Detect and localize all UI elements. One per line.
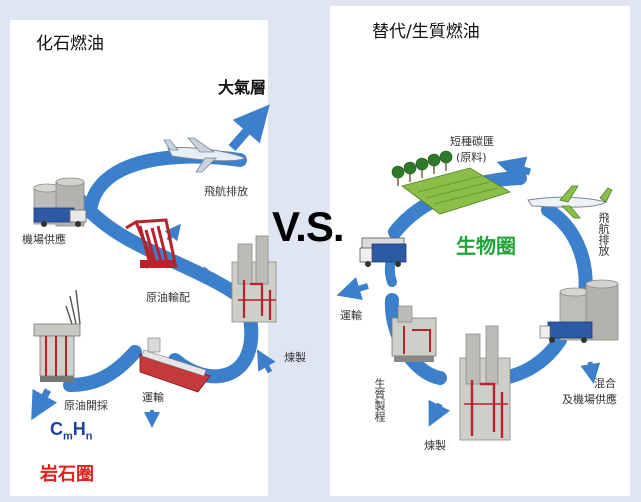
label-oil-transport: 原油輸配 <box>146 291 190 304</box>
label-alt-airport-supply: 及機場供應 <box>562 393 617 406</box>
label-alt-flight-emission: 飛航排放 <box>597 212 610 256</box>
label-biosphere: 生物圈 <box>456 234 516 258</box>
label-alt-refining: 煉製 <box>424 439 446 452</box>
alt-bio-process-plant <box>391 305 437 362</box>
label-bio-process: 生質製程 <box>373 378 386 422</box>
alt-arrow-transport-out <box>336 277 369 301</box>
label-fossil-refining: 煉製 <box>284 351 306 364</box>
fossil-airplane <box>163 137 247 173</box>
label-feedstock-sub: (原料) <box>456 151 487 164</box>
label-fossil-airport-supply: 機場供應 <box>22 233 66 246</box>
fossil-storage-tanks <box>33 177 87 227</box>
fossil-title: 化石燃油 <box>36 34 104 54</box>
fossil-arrow-up-atmosphere <box>228 104 270 151</box>
fossil-pipeline <box>125 218 178 269</box>
label-alt-transport: 運輸 <box>340 309 362 322</box>
fossil-arrow-ship <box>63 345 142 392</box>
label-blending: 混合 <box>594 377 616 390</box>
fossil-oil-platform <box>33 289 81 382</box>
fossil-arrow-down-litho <box>31 388 58 421</box>
vs-label: V.S. <box>272 203 345 250</box>
alt-airplane <box>527 185 613 219</box>
label-atmosphere: 大氣層 <box>218 78 267 97</box>
fossil-arrow-small-mid <box>200 266 218 282</box>
alt-arrow-to-feedstock <box>496 156 532 184</box>
alt-refinery <box>459 325 511 441</box>
alt-title: 替代/生質燃油 <box>372 22 480 42</box>
label-fossil-transport: 運輸 <box>142 391 164 404</box>
alt-blend-tanks <box>539 279 619 343</box>
formula-c: C <box>50 419 63 439</box>
formula-h: H <box>72 419 86 439</box>
label-oil-extraction: 原油開採 <box>64 399 108 412</box>
formula-hydrocarbon: CmHn <box>50 420 93 443</box>
label-feedstock: 短種碳匯 <box>450 135 494 148</box>
alt-arrow-blend-out <box>580 361 601 384</box>
formula-sub-n: n <box>85 430 93 443</box>
fossil-arrow-small-refine <box>257 349 276 374</box>
fossil-arrow-pipeline <box>73 193 252 307</box>
alt-transport-truck <box>359 237 407 267</box>
formula-sub-m: m <box>63 430 73 443</box>
fossil-refinery <box>231 235 277 323</box>
label-fossil-flight-emission: 飛航排放 <box>204 185 248 198</box>
alt-arrow-right <box>541 203 593 307</box>
label-lithosphere: 岩石圈 <box>40 464 94 485</box>
fossil-ship <box>139 337 211 393</box>
alt-feedstock-farm <box>391 150 511 215</box>
alt-arrow-refine-out <box>428 399 451 427</box>
